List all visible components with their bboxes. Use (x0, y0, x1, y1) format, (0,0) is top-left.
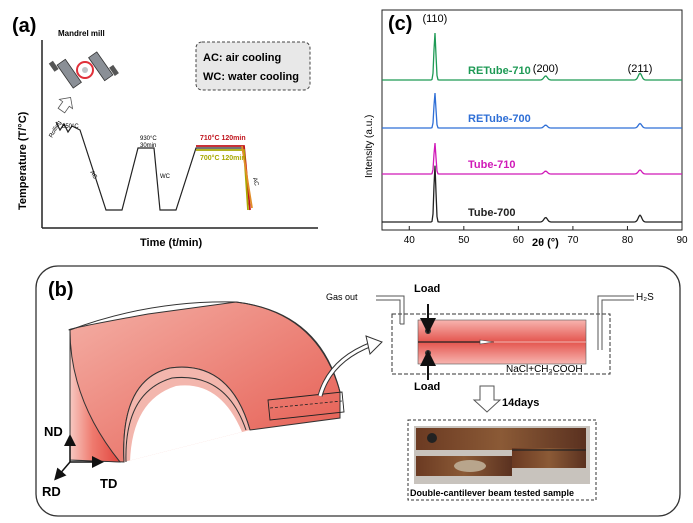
x-tick-label: 40 (404, 235, 416, 246)
series-label: RETube-700 (468, 113, 531, 125)
step-930: 930°C (140, 136, 157, 142)
duration-label: 14days (502, 397, 539, 409)
step-850: 850°C (62, 124, 79, 130)
peak-label: (211) (628, 63, 653, 75)
dcb-test-setup: Load Load Gas out H₂S NaCl+CH₃COOH (326, 283, 654, 393)
peak-label: (110) (422, 13, 447, 25)
mandrel-mill-icon (48, 51, 119, 89)
pipe-section (68, 301, 345, 463)
panel-c-label: (c) (388, 13, 412, 35)
series-label: Tube-710 (468, 159, 515, 171)
h2s-pipe (597, 295, 634, 350)
panel-b: (b) ND RD TD (35, 265, 681, 517)
chart-xlabel: 2θ (°) (532, 237, 559, 249)
series-label: RETube-710 (468, 65, 531, 77)
sample-caption: Double-cantilever beam tested sample (410, 488, 574, 498)
x-tick-label: 50 (458, 235, 470, 246)
sample-cut-outline (267, 391, 345, 421)
x-tick-label: 80 (622, 235, 634, 246)
step-ac-1: AC (88, 170, 98, 181)
x-tick-label: 60 (513, 235, 525, 246)
step-ac-2: AC (251, 177, 259, 187)
series-label: Tube-700 (468, 207, 515, 219)
solution-label: NaCl+CH₃COOH (506, 364, 583, 375)
panel-a-xlabel: Time (t/min) (140, 237, 202, 249)
chart-peak-labels: (110) (200) (211) (422, 13, 652, 75)
axis-td: TD (100, 476, 117, 491)
down-arrow-icon (472, 385, 502, 413)
mandrel-mill-label: Mandrel mill (58, 29, 105, 38)
panel-a-ylabel: Temperature (T/°C) (17, 111, 29, 210)
chart-ticks: 40 50 60 70 80 90 (404, 226, 688, 246)
axis-nd: ND (44, 424, 63, 439)
h2s-label: H₂S (636, 292, 654, 303)
step-wc: WC (160, 174, 171, 180)
panel-a-label: (a) (12, 15, 36, 37)
step-710: 710°C 120min (200, 134, 246, 142)
chart-ylabel: Intensity (a.u.) (364, 115, 375, 178)
load-bottom: Load (414, 381, 440, 393)
series-line-retube-700 (382, 92, 682, 129)
series-line-retube-710 (382, 32, 682, 81)
cooling-tail (241, 145, 253, 209)
coordinate-axes: ND RD TD (42, 424, 117, 499)
chart-frame (381, 9, 683, 231)
load-top: Load (414, 283, 440, 295)
up-arrow-icon (57, 96, 74, 114)
series-line-tube-710 (382, 142, 682, 175)
gas-out-pipe (376, 295, 405, 325)
legend-ac: AC: air cooling (203, 52, 281, 64)
chart-series: Tube-700 Tube-710 RETube-700 RETube-710 (382, 32, 682, 223)
x-tick-label: 70 (567, 235, 579, 246)
process-curve (55, 121, 244, 211)
step-700: 700°C 120min (200, 154, 246, 162)
step-930-time: 30min (140, 143, 156, 149)
x-tick-label: 90 (676, 235, 688, 246)
tested-sample-photo (407, 419, 597, 501)
series-line-tube-700 (382, 165, 682, 223)
panel-b-label: (b) (48, 279, 74, 301)
panel-c: (c) Intensity (a.u.) 2θ (°) 40 50 60 70 80 90… (364, 9, 688, 249)
panel-a: (a) Temperature (T/°C) Time (t/min) Mand… (12, 15, 318, 249)
axis-rd: RD (42, 484, 61, 499)
temper-700-curve (196, 149, 249, 211)
gas-out-label: Gas out (326, 292, 358, 302)
peak-label: (200) (533, 63, 559, 75)
legend-wc: WC: water cooling (203, 71, 299, 83)
cooling-legend-box (195, 41, 311, 91)
